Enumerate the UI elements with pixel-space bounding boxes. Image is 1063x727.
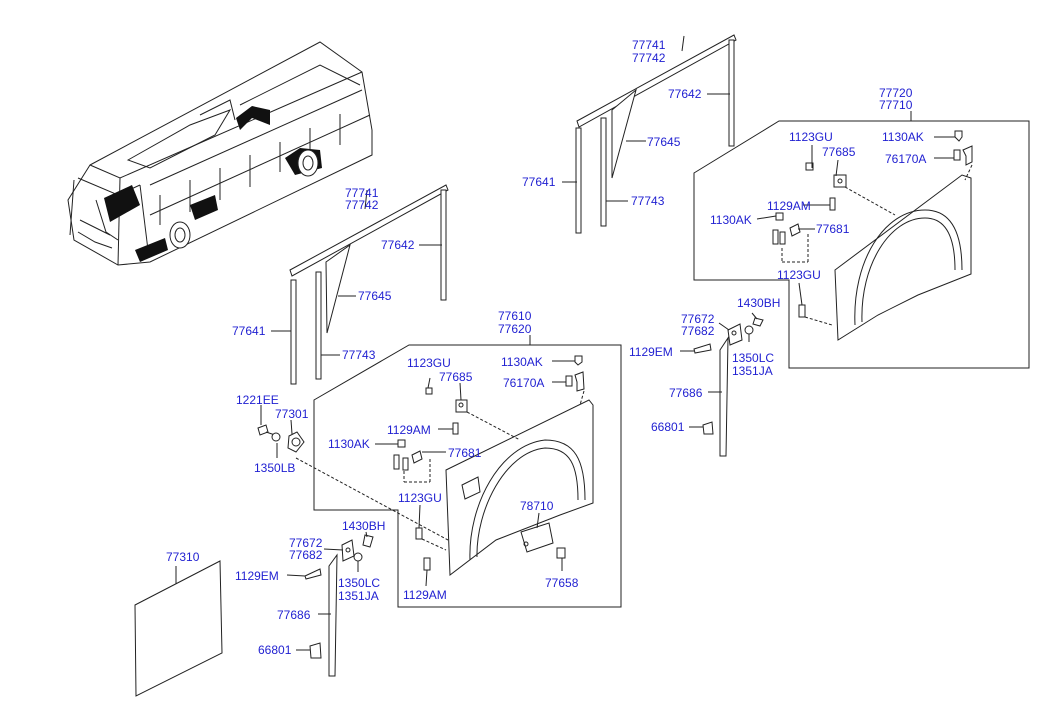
label-77743-left: 77743 (342, 348, 376, 362)
label-77720: 77720 (879, 86, 913, 100)
label-1351ja-left: 1351JA (338, 589, 379, 603)
label-1123gu-center-bot: 1123GU (398, 491, 442, 505)
upper-moulding-group-right (562, 34, 737, 234)
label-77672-left: 77672 (289, 536, 323, 550)
label-77641-right: 77641 (522, 175, 556, 189)
label-77642-left: 77642 (381, 238, 415, 252)
label-77710: 77710 (879, 98, 913, 112)
label-77685-right: 77685 (822, 145, 856, 159)
part-number-labels: 77741 77742 77642 77645 77641 77743 7774… (166, 38, 926, 657)
right-mudflap-hanger (680, 312, 764, 457)
left-mudflap-hanger (286, 531, 374, 677)
label-1123gu-right-top: 1123GU (789, 130, 833, 144)
label-1350lc-left: 1350LC (338, 576, 380, 590)
label-77741-left: 77741 (345, 186, 379, 200)
label-77686-left: 77686 (277, 608, 311, 622)
label-1430bh-right: 1430BH (737, 296, 780, 310)
label-1130ak-center-top: 1130AK (501, 355, 543, 369)
label-1129am-center: 1129AM (387, 423, 431, 437)
label-1129em-right: 1129EM (629, 345, 673, 359)
label-77685-center: 77685 (439, 370, 473, 384)
upper-moulding-group-left (271, 184, 449, 385)
label-77645-right: 77645 (647, 135, 681, 149)
label-1350lc-right: 1350LC (732, 351, 774, 365)
label-77686-right: 77686 (669, 386, 703, 400)
label-1130ak-right-top: 1130AK (882, 130, 924, 144)
label-77742-left: 77742 (345, 198, 379, 212)
bus-illustration (67, 41, 373, 266)
label-77672-right: 77672 (681, 312, 715, 326)
label-77681-center: 77681 (448, 446, 482, 460)
label-77682-left: 77682 (289, 548, 323, 562)
label-1130ak-center: 1130AK (328, 437, 370, 451)
label-77620: 77620 (498, 322, 532, 336)
label-1351ja-right: 1351JA (732, 364, 773, 378)
label-1123gu-center-top: 1123GU (407, 356, 451, 370)
label-76170a-right: 76170A (885, 152, 926, 166)
label-76170a-center: 76170A (503, 376, 544, 390)
label-77682-right: 77682 (681, 324, 715, 338)
label-77681-right: 77681 (816, 222, 850, 236)
label-1221ee: 1221EE (236, 393, 279, 407)
label-77610: 77610 (498, 309, 532, 323)
mud-flap-77310 (134, 560, 223, 697)
label-1430bh-left: 1430BH (342, 519, 385, 533)
left-bolt-group (257, 405, 305, 458)
label-77658: 77658 (545, 576, 579, 590)
label-1123gu-right-bot: 1123GU (777, 268, 821, 282)
label-77741-right: 77741 (632, 38, 666, 52)
label-1129am-center-bot: 1129AM (403, 588, 447, 602)
label-77645-left: 77645 (358, 289, 392, 303)
label-66801-left: 66801 (258, 643, 292, 657)
label-78710: 78710 (520, 499, 554, 513)
label-77301: 77301 (275, 407, 309, 421)
label-1350lb: 1350LB (254, 461, 295, 475)
label-77641-left: 77641 (232, 324, 266, 338)
label-1130ak-right: 1130AK (710, 213, 752, 227)
label-1129em-left: 1129EM (235, 569, 279, 583)
right-fender-assembly (693, 111, 1030, 369)
label-66801-right: 66801 (651, 420, 685, 434)
label-77310: 77310 (166, 550, 200, 564)
center-fender-assembly (295, 335, 622, 608)
label-77743-right: 77743 (631, 194, 665, 208)
label-77642-right: 77642 (668, 87, 702, 101)
label-77742-right: 77742 (632, 51, 666, 65)
label-1129am-right: 1129AM (767, 199, 811, 213)
